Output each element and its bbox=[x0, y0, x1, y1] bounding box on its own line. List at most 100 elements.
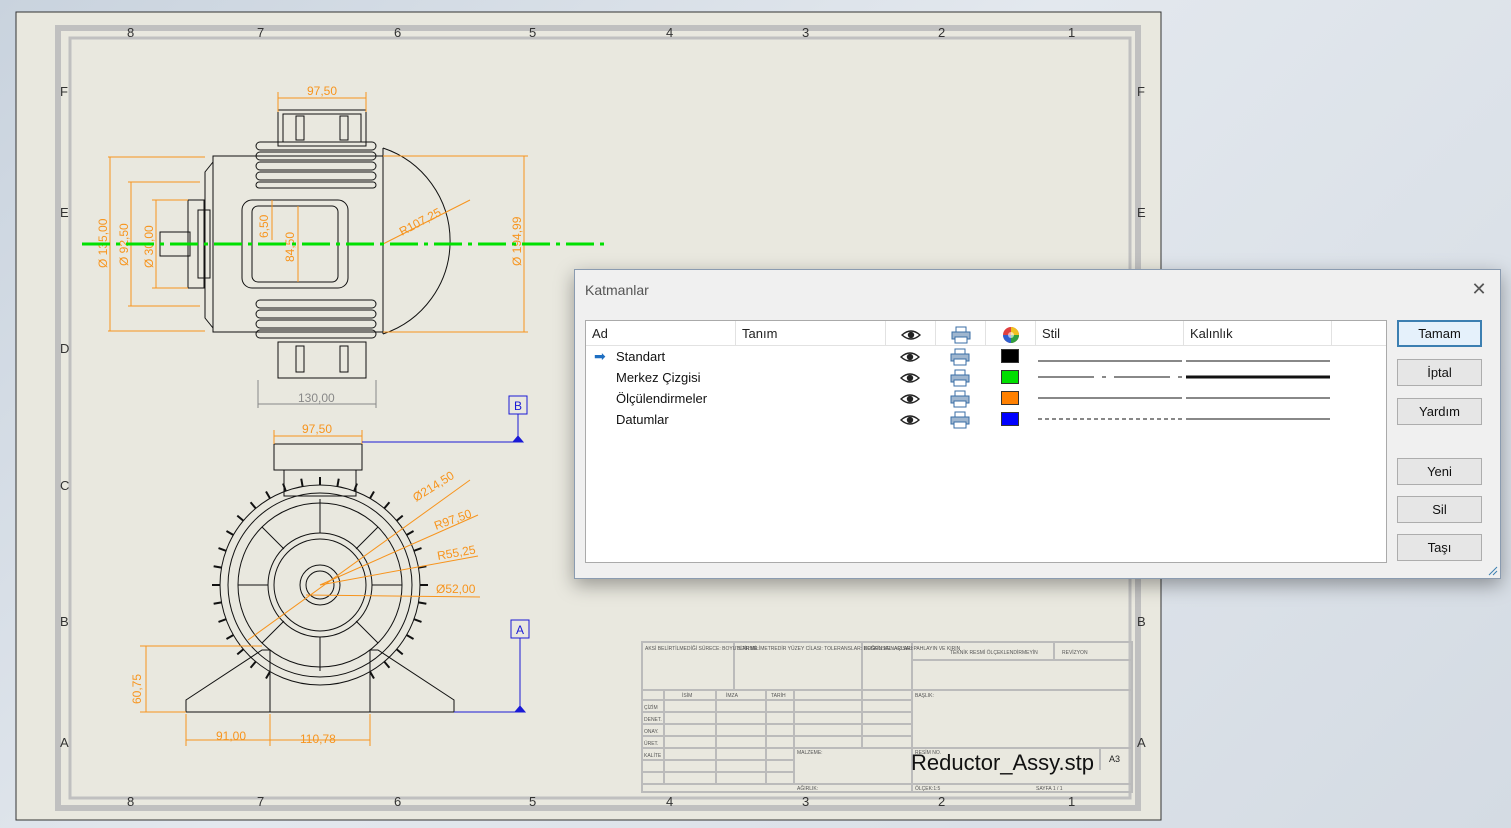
cooling-fin bbox=[265, 490, 271, 499]
printer-icon[interactable] bbox=[950, 411, 970, 429]
layer-name: Standart bbox=[616, 349, 666, 364]
cooling-fin bbox=[353, 483, 358, 492]
column-header-thickness[interactable]: Kalınlık bbox=[1184, 321, 1332, 345]
layer-row[interactable]: ➡ Standart bbox=[586, 346, 1386, 367]
dim-label: Ø 194,99 bbox=[510, 216, 524, 266]
layers-list[interactable]: Ad Tanım bbox=[585, 320, 1387, 563]
top-view-bottom-dimension bbox=[257, 380, 377, 408]
printer-icon[interactable] bbox=[950, 348, 970, 366]
dim-label: 60,75 bbox=[130, 674, 144, 704]
sheet-row-label: C bbox=[60, 478, 69, 493]
datum-markers bbox=[362, 395, 530, 713]
front-view-dimensions bbox=[140, 430, 481, 746]
dim-label: Ø52,00 bbox=[436, 582, 476, 596]
cooling-fin bbox=[218, 618, 227, 623]
cooling-fin bbox=[249, 501, 257, 510]
sheet-column-label: 3 bbox=[802, 794, 809, 809]
cooling-fin bbox=[406, 634, 415, 640]
cooling-fin bbox=[300, 478, 304, 487]
cooling-fin bbox=[369, 671, 375, 680]
title-block-row-check: DENET. bbox=[644, 717, 662, 723]
drawing-file-name: Reductor_Assy.stp bbox=[911, 750, 1095, 775]
column-header-visible[interactable] bbox=[886, 321, 936, 345]
cooling-fin bbox=[218, 547, 227, 552]
sheet-column-label: 2 bbox=[938, 794, 945, 809]
layer-thickness-line[interactable] bbox=[1184, 409, 1332, 430]
layer-thickness-line[interactable] bbox=[1184, 346, 1332, 367]
sheet-column-label: 6 bbox=[394, 794, 401, 809]
title-block-row-mfg: ÜRET. bbox=[644, 740, 658, 747]
ok-button[interactable]: Tamam bbox=[1397, 320, 1482, 347]
title-block-title-label: BAŞLIK: bbox=[915, 693, 934, 699]
cooling-fin bbox=[249, 660, 257, 669]
column-header-description[interactable]: Tanım bbox=[736, 321, 886, 345]
close-icon[interactable]: ✕ bbox=[1471, 279, 1487, 299]
sheet-row-label: B bbox=[1137, 614, 1146, 629]
sheet-column-label: 1 bbox=[1068, 794, 1075, 809]
cancel-button[interactable]: İptal bbox=[1397, 359, 1482, 386]
help-button[interactable]: Yardım bbox=[1397, 398, 1482, 425]
delete-layer-button[interactable]: Sil bbox=[1397, 496, 1482, 523]
title-block-finish: BİTİRME: bbox=[737, 645, 759, 652]
eye-icon bbox=[900, 329, 921, 340]
cooling-fin bbox=[413, 547, 422, 552]
layer-color-swatch[interactable] bbox=[1001, 349, 1019, 363]
title-block-no-scale: TEKNİK RESMİ ÖLÇEKLENDİRMEYİN bbox=[950, 649, 1038, 656]
dim-label: 97,50 bbox=[307, 84, 337, 98]
layer-name: Ölçülendirmeler bbox=[616, 391, 708, 406]
layer-style-line[interactable] bbox=[1036, 388, 1184, 409]
sheet-column-label: 4 bbox=[666, 25, 673, 40]
move-layer-button[interactable]: Taşı bbox=[1397, 534, 1482, 561]
layer-style-line[interactable] bbox=[1036, 346, 1184, 367]
title-block-material-label: MALZEME: bbox=[797, 750, 823, 756]
title-block-revision: REVİZYON bbox=[1062, 649, 1088, 656]
sheet-column-label: 8 bbox=[127, 25, 134, 40]
printer-icon[interactable] bbox=[950, 369, 970, 387]
printer-icon[interactable] bbox=[950, 390, 970, 408]
layer-color-swatch[interactable] bbox=[1001, 370, 1019, 384]
eye-icon[interactable] bbox=[900, 413, 920, 427]
sheet-column-label: 7 bbox=[257, 25, 264, 40]
eye-icon[interactable] bbox=[900, 392, 920, 406]
cooling-fin bbox=[225, 634, 234, 640]
datum-label-a: A bbox=[516, 623, 524, 637]
cooling-fin bbox=[369, 490, 375, 499]
layer-name: Datumlar bbox=[616, 412, 669, 427]
front-view-fins bbox=[212, 477, 428, 680]
sheet-row-label: F bbox=[1137, 84, 1145, 99]
dim-label: 91,00 bbox=[216, 729, 246, 743]
column-header-color[interactable] bbox=[986, 321, 1036, 345]
column-header-name[interactable]: Ad bbox=[586, 321, 736, 345]
layer-thickness-line[interactable] bbox=[1184, 367, 1332, 388]
eye-icon[interactable] bbox=[900, 371, 920, 385]
eye-icon[interactable] bbox=[900, 350, 920, 364]
new-layer-button[interactable]: Yeni bbox=[1397, 458, 1482, 485]
title-block-row-approve: ONAY. bbox=[644, 729, 659, 735]
layer-color-swatch[interactable] bbox=[1001, 391, 1019, 405]
layer-color-swatch[interactable] bbox=[1001, 412, 1019, 426]
printer-icon bbox=[951, 326, 970, 344]
dialog-title: Katmanlar bbox=[585, 282, 649, 298]
sheet-row-label: E bbox=[1137, 205, 1146, 220]
column-header-print[interactable] bbox=[936, 321, 986, 345]
resize-grip-icon[interactable] bbox=[1486, 564, 1498, 576]
layer-style-line[interactable] bbox=[1036, 367, 1184, 388]
dim-label: 97,50 bbox=[302, 422, 332, 436]
title-block-sheet-size: A3 bbox=[1109, 754, 1120, 764]
layer-thickness-line[interactable] bbox=[1184, 388, 1332, 409]
motor-top-view bbox=[159, 109, 451, 379]
layer-row[interactable]: Merkez Çizgisi bbox=[586, 367, 1386, 388]
sheet-row-label: D bbox=[60, 341, 69, 356]
layer-style-line[interactable] bbox=[1036, 409, 1184, 430]
dim-label: 6,50 bbox=[257, 214, 271, 238]
dim-label: Ø 30,00 bbox=[142, 225, 156, 268]
title-block-header-date: TARİH bbox=[771, 692, 786, 699]
layer-row[interactable]: Ölçülendirmeler bbox=[586, 388, 1386, 409]
title-block-notes: AKSİ BELİRTİLMEDİĞİ SÜRECE: BOYUTLAR MİL… bbox=[645, 645, 913, 652]
title-block-header-name: İSİM bbox=[682, 692, 692, 699]
cooling-fin bbox=[383, 501, 391, 510]
column-header-style[interactable]: Stil bbox=[1036, 321, 1184, 345]
title-block-sheet-label: SAYFA 1 / 1 bbox=[1036, 786, 1063, 792]
cooling-fin bbox=[236, 648, 245, 656]
layer-row[interactable]: Datumlar bbox=[586, 409, 1386, 430]
